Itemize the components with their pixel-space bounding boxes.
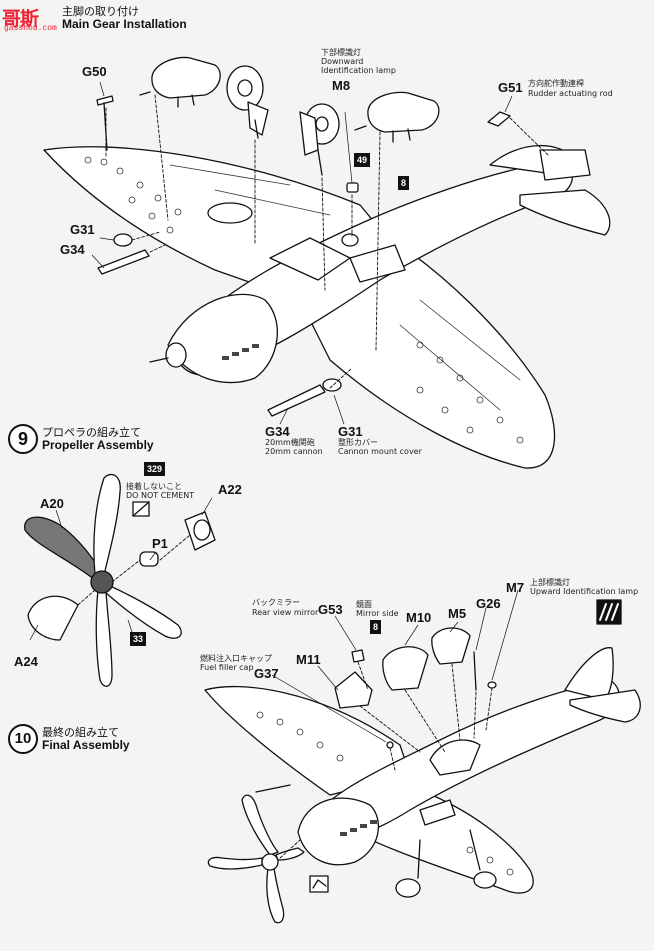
label-fuel-ja: 燃料注入口キャップ (200, 654, 272, 663)
label-g51-ja: 方向舵作動連桿 (528, 79, 584, 88)
watermark-logo-text: 哥斯 (2, 8, 39, 30)
part-g51 (487, 111, 511, 127)
step10-note-icon (309, 875, 329, 893)
part-g50 (96, 95, 114, 151)
part-left-wheel (226, 65, 269, 139)
label-m5: M5 (448, 606, 467, 621)
badge-49: 49 (354, 153, 371, 167)
step8-title-en: Main Gear Installation (62, 17, 187, 31)
part-g53 (351, 649, 365, 663)
label-fuel-en: Fuel filler cap (200, 663, 254, 672)
badge-329: 329 (144, 462, 166, 476)
step9-title-ja: プロペラの組み立て (42, 426, 141, 439)
part-right-radiator (354, 91, 440, 143)
label-g37: G37 (254, 666, 279, 681)
label-g50: G50 (82, 64, 107, 79)
step9-number: 9 (8, 424, 38, 454)
label-g31-b: G31 (338, 424, 363, 439)
step10-title-ja: 最終の組み立て (42, 726, 119, 739)
label-m7-en: Upward Identification lamp (530, 587, 639, 596)
watermark-logo: 哥斯 gasshou.com (2, 4, 64, 34)
step8-title-ja: 主脚の取り付け (62, 5, 139, 18)
label-m8-en2: Identification lamp (321, 66, 396, 75)
label-g34-b-ja: 20mm機関砲 (265, 438, 315, 447)
step10-number: 10 (8, 724, 38, 754)
badge-8-bottom: 8 (370, 620, 382, 634)
label-a24: A24 (14, 654, 38, 669)
part-g37 (386, 741, 394, 749)
part-m8 (346, 182, 359, 193)
part-g31-a (113, 233, 133, 247)
label-mirror-en: Rear view mirror (252, 608, 319, 617)
label-m10: M10 (406, 610, 432, 625)
label-nocement-en: DO NOT CEMENT (126, 491, 195, 500)
label-g31-b-ja: 整形カバー (338, 438, 378, 447)
step9-title-en: Propeller Assembly (42, 438, 154, 452)
painting-icon (596, 599, 622, 625)
label-g31-a: G31 (70, 222, 95, 237)
label-m8-ja: 下部標識灯 (321, 48, 361, 57)
part-m5 (431, 627, 471, 665)
label-g31-b-en: Cannon mount cover (338, 447, 422, 456)
part-g34-a (97, 249, 150, 275)
label-g34-b: G34 (265, 424, 290, 439)
part-m10 (382, 646, 429, 691)
watermark-site: gasshou.com (4, 24, 57, 33)
part-m11 (334, 671, 373, 709)
label-p1: P1 (152, 536, 168, 551)
part-right-wheel (299, 103, 340, 176)
label-g34-a: G34 (60, 242, 85, 257)
label-g53: G53 (318, 602, 343, 617)
part-m7 (487, 681, 497, 689)
label-g51: G51 (498, 80, 523, 95)
label-a20: A20 (40, 496, 64, 511)
label-g34-b-en: 20mm cannon (265, 447, 323, 456)
label-m8-en1: Downward (321, 57, 364, 66)
badge-33: 33 (130, 632, 147, 646)
label-mside-ja: 鏡面 (356, 600, 372, 609)
label-nocement-ja: 接着しないこと (126, 482, 182, 491)
label-m8: M8 (332, 78, 351, 93)
part-g31-b (322, 378, 342, 392)
label-m7: M7 (506, 580, 525, 595)
part-g34-b (267, 384, 326, 417)
part-left-radiator (139, 56, 221, 108)
label-mside-en: Mirror side (356, 609, 399, 618)
aircraft-top-view (43, 144, 611, 469)
final-propeller (207, 794, 305, 924)
label-a22: A22 (218, 482, 242, 497)
label-g26: G26 (476, 596, 501, 611)
label-m7-ja: 上部標識灯 (530, 578, 570, 587)
step10-title-en: Final Assembly (42, 738, 130, 752)
badge-8-top: 8 (398, 176, 410, 190)
label-mirror-ja: バックミラー (252, 598, 300, 607)
label-m11: M11 (296, 652, 321, 667)
propeller-assembly (24, 473, 216, 687)
aircraft-side-view (204, 647, 641, 898)
label-g51-en: Rudder actuating rod (528, 89, 613, 98)
part-g26 (473, 651, 477, 691)
